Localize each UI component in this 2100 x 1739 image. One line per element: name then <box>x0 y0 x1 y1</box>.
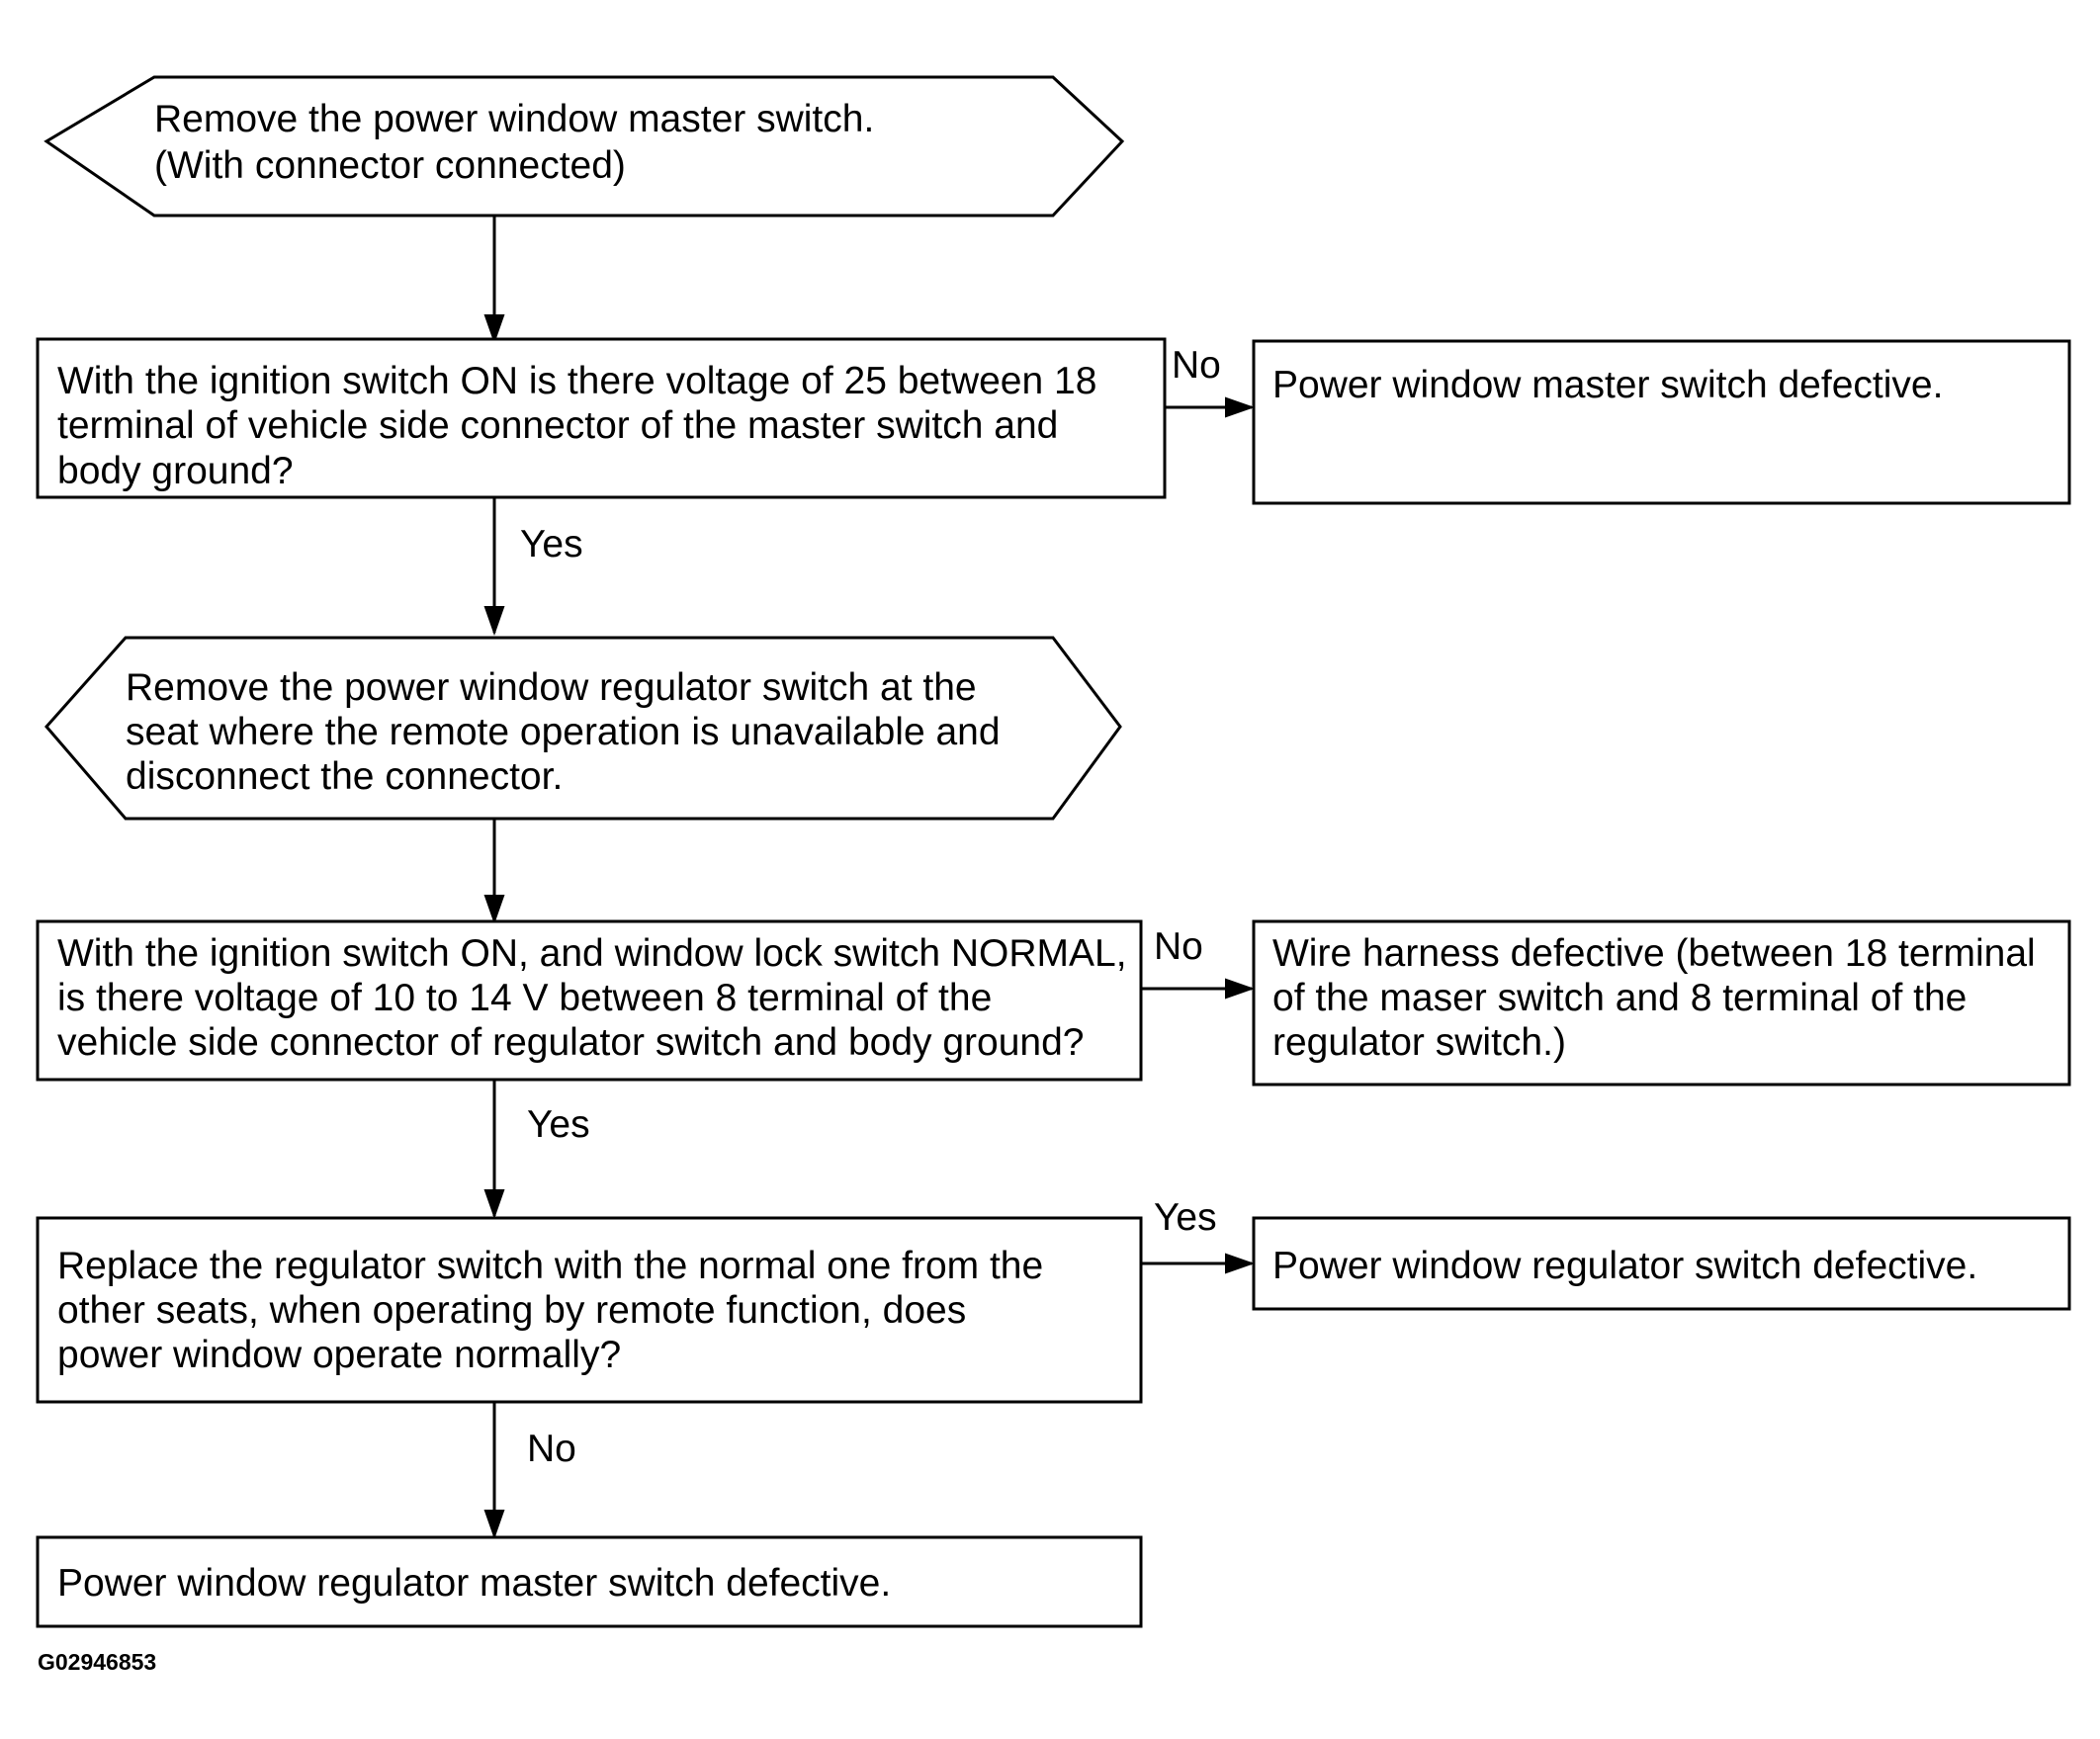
step-remove-master-switch-line-1: Remove the power window master switch. <box>154 98 874 140</box>
branch-label-yes: Yes <box>520 523 583 565</box>
result-master-switch-defective-text: Power window master switch defective. <box>1272 364 1943 406</box>
result-wire-harness-defective: Wire harness defective (between 18 termi… <box>1252 919 2071 1087</box>
step-remove-regulator-switch-line-3: disconnect the connector. <box>126 755 563 798</box>
decision-regulator-switch-voltage-line-3: vehicle side connector of regulator swit… <box>57 1021 1084 1064</box>
branch-label-no: No <box>527 1428 576 1470</box>
decision-master-switch-voltage-line-3: body ground? <box>57 450 294 492</box>
decision-master-switch-voltage: With the ignition switch ON is there vol… <box>36 337 1167 499</box>
decision-master-switch-voltage-line-1: With the ignition switch ON is there vol… <box>57 360 1096 402</box>
decision-regulator-switch-voltage-line-2: is there voltage of 10 to 14 V between 8… <box>57 977 992 1019</box>
result-wire-harness-defective-line-1: Wire harness defective (between 18 termi… <box>1272 932 2036 975</box>
branch-label-no: No <box>1154 925 1203 968</box>
result-wire-harness-defective-line-3: regulator switch.) <box>1272 1021 1566 1064</box>
result-regulator-master-switch-defective-text: Power window regulator master switch def… <box>57 1562 891 1605</box>
decision-replace-regulator-switch-line-1: Replace the regulator switch with the no… <box>57 1245 1043 1287</box>
branch-label-no: No <box>1172 344 1221 387</box>
branch-label-yes: Yes <box>527 1103 590 1146</box>
decision-master-switch-voltage-line-2: terminal of vehicle side connector of th… <box>57 404 1058 447</box>
result-regulator-switch-defective-text: Power window regulator switch defective. <box>1272 1245 1977 1287</box>
step-remove-regulator-switch-line-1: Remove the power window regulator switch… <box>126 666 977 709</box>
step-remove-master-switch: Remove the power window master switch. (… <box>44 75 1125 217</box>
branch-label-yes: Yes <box>1154 1196 1217 1239</box>
decision-replace-regulator-switch-line-2: other seats, when operating by remote fu… <box>57 1289 966 1332</box>
step-remove-regulator-switch-line-2: seat where the remote operation is unava… <box>126 711 1001 753</box>
result-regulator-master-switch-defective: Power window regulator master switch def… <box>36 1535 1143 1628</box>
decision-regulator-switch-voltage-line-1: With the ignition switch ON, and window … <box>57 932 1127 975</box>
decision-replace-regulator-switch: Replace the regulator switch with the no… <box>36 1216 1143 1404</box>
result-master-switch-defective: Power window master switch defective. <box>1252 339 2071 505</box>
result-regulator-switch-defective: Power window regulator switch defective. <box>1252 1216 2071 1311</box>
step-remove-regulator-switch: Remove the power window regulator switch… <box>44 636 1122 821</box>
decision-replace-regulator-switch-line-3: power window operate normally? <box>57 1334 621 1376</box>
figure-code: G02946853 <box>38 1649 156 1675</box>
decision-regulator-switch-voltage: With the ignition switch ON, and window … <box>36 919 1143 1082</box>
step-remove-master-switch-line-2: (With connector connected) <box>154 144 626 187</box>
result-wire-harness-defective-line-2: of the maser switch and 8 terminal of th… <box>1272 977 1967 1019</box>
